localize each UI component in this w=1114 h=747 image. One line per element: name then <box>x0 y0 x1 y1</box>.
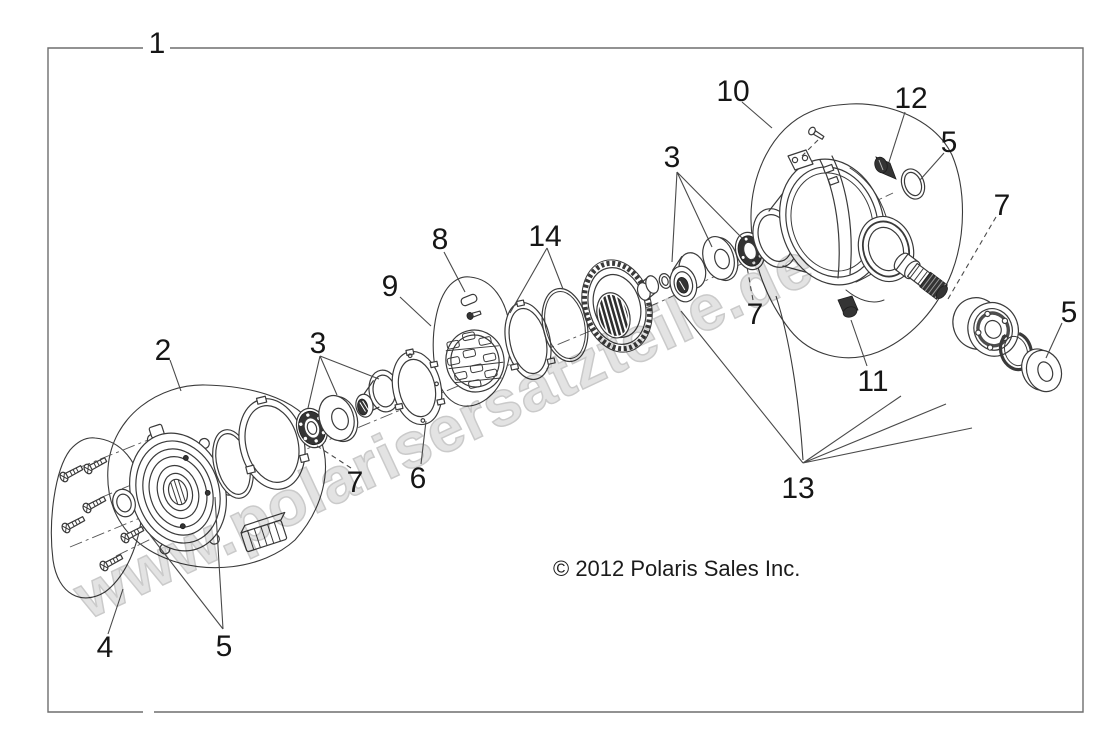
cage-pin-drawing <box>460 293 478 307</box>
callout-12: 12 <box>894 82 927 115</box>
callout-8: 8 <box>432 223 449 256</box>
leader-2 <box>169 359 182 392</box>
housing-o-ring-drawing <box>900 168 926 200</box>
callout-3-mid: 3 <box>664 141 681 174</box>
leader-12 <box>888 111 906 163</box>
leader-5-left <box>149 496 224 630</box>
leader-6 <box>420 420 427 465</box>
callout-7-mid: 7 <box>747 298 764 331</box>
electrical-connector-drawing <box>240 511 288 553</box>
callout-5-left: 5 <box>216 630 233 663</box>
armature-plate-drawing <box>391 348 446 426</box>
callout-6: 6 <box>410 462 427 495</box>
left-cover-group-outline <box>107 384 326 569</box>
output-bearing-drawing <box>952 297 1019 357</box>
pinion-shaft-drawing <box>893 252 948 300</box>
leader-4 <box>107 588 124 635</box>
leader-13 <box>680 310 973 464</box>
diagram-border-frame <box>47 47 1084 713</box>
callout-1: 1 <box>149 27 166 60</box>
left-thrust-washer-drawing <box>318 394 359 443</box>
leader-5-far-right <box>1045 322 1063 359</box>
mounting-bolts-drawing <box>59 457 145 572</box>
leader-lines <box>107 101 1063 635</box>
callout-13: 13 <box>781 472 814 505</box>
callout-10: 10 <box>716 75 749 108</box>
leader-3-left <box>307 355 380 409</box>
roller-clutch-cage-drawing <box>445 329 505 393</box>
callout-labels: 1 2 3 3 4 5 5 5 6 7 7 7 8 9 10 11 12 13 … <box>97 27 1078 664</box>
leader-11 <box>850 319 868 367</box>
gear-spacer-drawing <box>636 275 660 301</box>
leader-14 <box>509 247 564 314</box>
mid-bearing-drawing <box>669 252 707 303</box>
fill-plug-drawing <box>874 156 897 180</box>
callout-9: 9 <box>382 270 399 303</box>
copyright-text: © 2012 Polaris Sales Inc. <box>553 556 800 581</box>
callout-4: 4 <box>97 631 114 664</box>
leader-5-top-right <box>919 152 945 181</box>
leader-7-right <box>947 216 997 300</box>
cage-screw-drawing <box>466 310 482 320</box>
leader-8 <box>443 251 466 293</box>
callout-5-far-right: 5 <box>1061 296 1078 329</box>
end-washer-drawing <box>1021 348 1063 393</box>
callout-7-left: 7 <box>347 466 364 499</box>
leader-3-mid <box>671 171 743 263</box>
leader-7-left <box>316 445 352 469</box>
leader-7-mid <box>746 266 754 301</box>
leader-9 <box>399 296 432 327</box>
callout-14: 14 <box>528 220 561 253</box>
callout-2: 2 <box>155 334 172 367</box>
drain-plug-drawing <box>837 295 859 318</box>
callout-3-left: 3 <box>310 327 327 360</box>
housing-outline-tail <box>775 295 804 461</box>
callout-5-top-right: 5 <box>941 126 958 159</box>
callout-11: 11 <box>857 365 888 398</box>
housing-group-outline <box>750 103 964 359</box>
mid-washer-drawing <box>702 235 739 282</box>
cover-port-ring-drawing <box>112 488 136 518</box>
callout-7-right: 7 <box>994 189 1011 222</box>
leader-10 <box>741 101 773 129</box>
input-bearing-hub-drawing <box>355 369 401 418</box>
